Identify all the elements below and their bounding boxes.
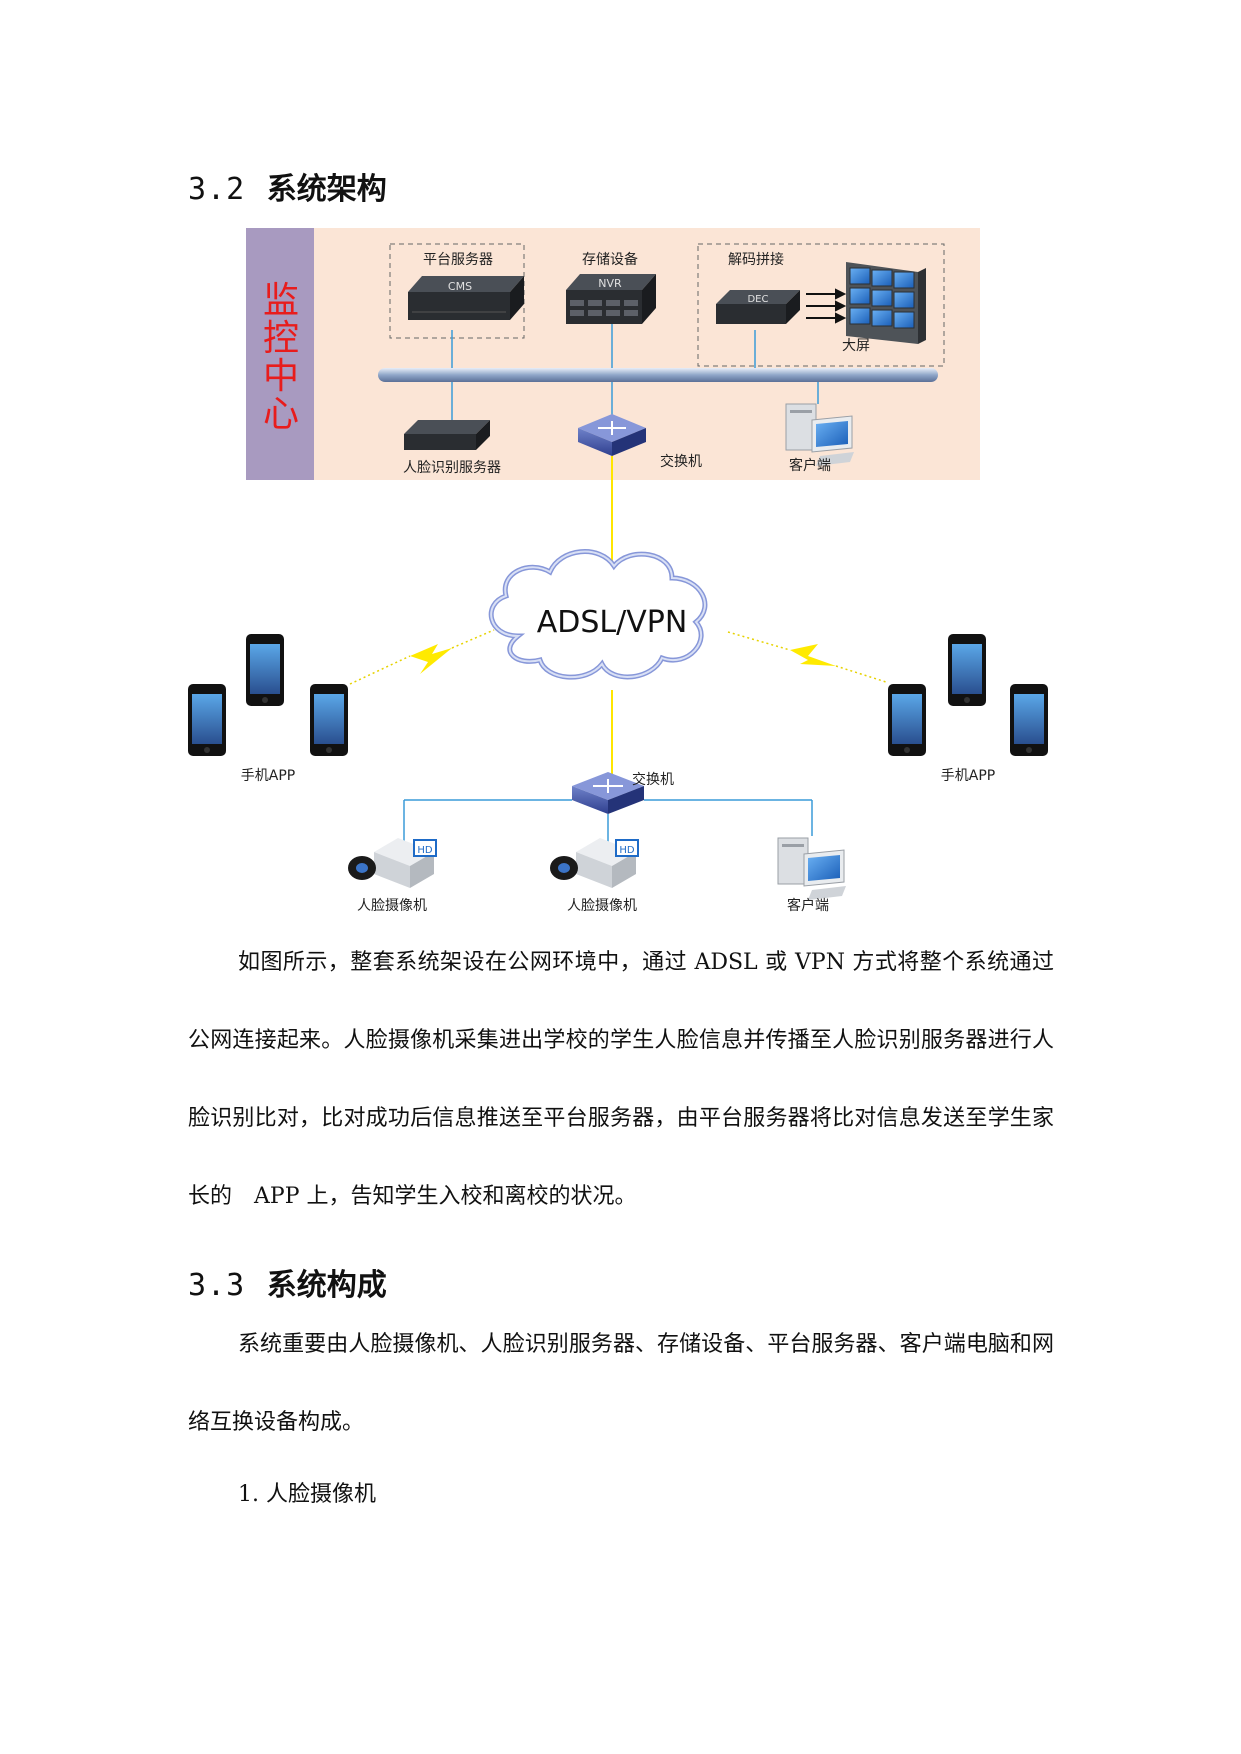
phone-icons-left	[188, 634, 348, 756]
paragraph-text: 系统重要由人脸摄像机、人脸识别服务器、存储设备、平台服务器、客户端电脑和网络互换…	[188, 1332, 1054, 1435]
switch-bottom-label: 交换机	[632, 771, 674, 788]
phone-icon	[948, 634, 986, 706]
body-paragraph-composition: 系统重要由人脸摄像机、人脸识别服务器、存储设备、平台服务器、客户端电脑和网络互换…	[188, 1306, 1054, 1462]
phone-icon	[1010, 684, 1048, 756]
wireless-link-left	[349, 629, 495, 685]
video-wall-icon	[846, 262, 926, 344]
big-screen-label: 大屏	[842, 338, 870, 354]
dec-badge-text: DEC	[747, 294, 768, 305]
body-paragraph-architecture: 如图所示，整套系统架设在公网环境中，通过 ADSL 或 VPN 方式将整个系统通…	[188, 924, 1054, 1236]
cms-badge-text: CMS	[448, 280, 472, 293]
platform-server-label: 平台服务器	[423, 252, 493, 268]
client-top-label: 客户端	[789, 457, 831, 474]
section-title: 系统构成	[266, 1268, 387, 1303]
switch-top-label: 交换机	[660, 453, 702, 470]
control-center-label: 监 控 中 心	[263, 280, 299, 435]
hd-badge: HD	[417, 845, 433, 856]
nvr-storage-icon: NVR	[566, 274, 656, 324]
phone-app-left-label: 手机APP	[241, 768, 295, 784]
phone-icon	[188, 684, 226, 756]
control-center-char: 心	[263, 394, 299, 435]
hd-camera-icon: HD	[550, 838, 639, 888]
hd-badge: HD	[619, 845, 635, 856]
phone-icon	[246, 634, 284, 706]
control-center-sidebar	[246, 228, 314, 480]
phone-app-right-label: 手机APP	[941, 768, 995, 784]
adsl-vpn-cloud-icon	[488, 549, 708, 680]
control-center-char: 中	[263, 356, 299, 397]
section-number: 3.2	[188, 172, 246, 207]
wireless-link-right	[727, 631, 887, 683]
control-center-char: 控	[263, 318, 299, 359]
client-bottom-label: 客户端	[787, 897, 829, 914]
cloud-label: ADSL/VPN	[537, 605, 688, 640]
hd-camera-icon: HD	[348, 838, 437, 888]
decoder-icon: DEC	[716, 290, 800, 324]
switch-top-icon	[578, 414, 646, 456]
phone-icons-right	[888, 634, 1048, 756]
paragraph-text: 如图所示，整套系统架设在公网环境中，通过 ADSL 或 VPN 方式将整个系统通…	[188, 950, 1054, 1209]
nvr-badge-text: NVR	[598, 277, 622, 290]
system-architecture-diagram: 监 控 中 心 CMS 平台服务器 NVR 存储设备	[188, 228, 1048, 914]
phone-icon	[310, 684, 348, 756]
signal-arrows	[806, 288, 847, 324]
network-bus	[378, 368, 938, 382]
face-server-label: 人脸识别服务器	[403, 460, 501, 476]
phone-icon	[888, 684, 926, 756]
storage-label: 存储设备	[582, 251, 638, 268]
list-item-face-camera: 1. 人脸摄像机	[238, 1482, 376, 1507]
section-heading-3-3: 3.3 系统构成	[188, 1266, 387, 1306]
decode-group	[697, 243, 945, 367]
client-pc-top-icon	[785, 403, 854, 466]
control-center-char: 监	[263, 280, 299, 321]
camera-2-label: 人脸摄像机	[567, 898, 637, 914]
section-number: 3.3	[188, 1268, 246, 1303]
face-server-icon	[404, 420, 490, 450]
section-title: 系统架构	[266, 172, 387, 207]
section-heading-3-2: 3.2 系统架构	[188, 170, 387, 210]
camera-1-label: 人脸摄像机	[357, 898, 427, 914]
decode-label: 解码拼接	[728, 251, 784, 268]
client-pc-bottom-icon	[777, 837, 846, 900]
switch-bottom-icon	[572, 772, 644, 814]
cms-server-icon: CMS	[408, 276, 524, 320]
